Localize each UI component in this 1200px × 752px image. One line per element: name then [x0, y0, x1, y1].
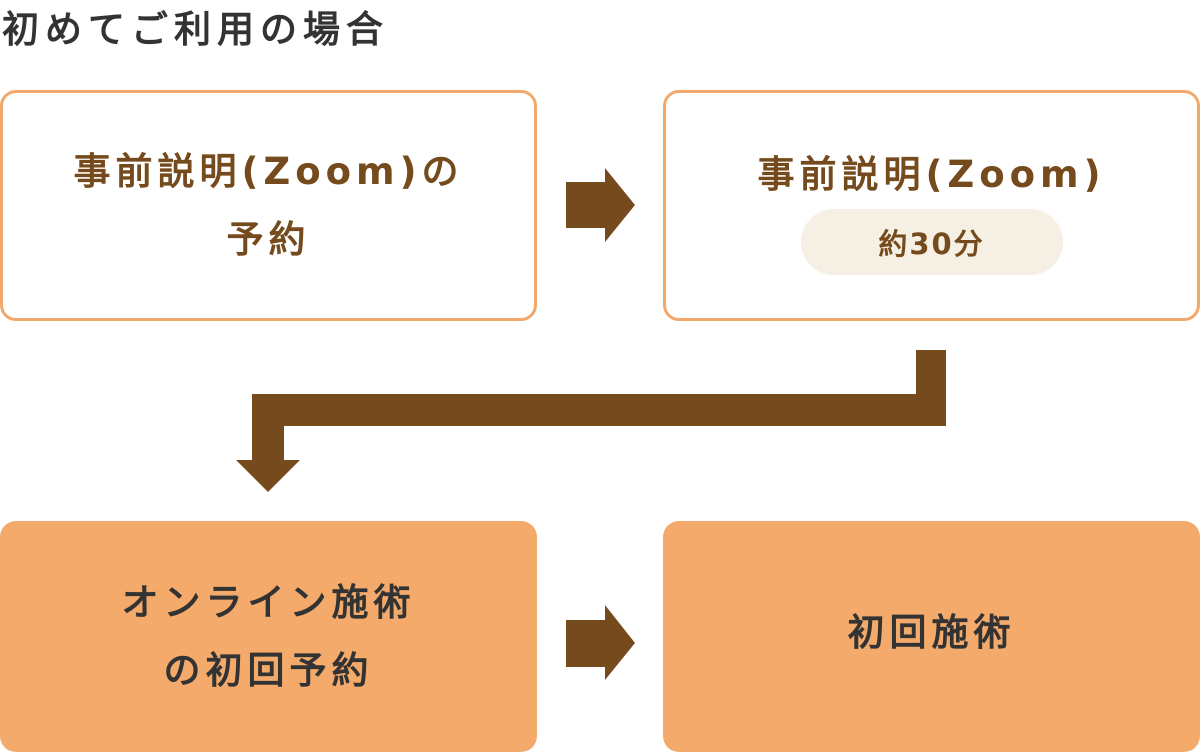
step-4-line-1: 初回施術: [847, 611, 1016, 654]
step-3-box: オンライン施術 の初回予約: [0, 521, 537, 752]
step-1-box: 事前説明(Zoom)の 予約: [0, 90, 537, 321]
step-2-line-1: 事前説明(Zoom): [757, 153, 1106, 196]
right-arrow-icon: [566, 168, 635, 242]
right-arrow-icon: [566, 605, 635, 680]
step-3-line-2: の初回予約: [163, 648, 374, 692]
elbow-down-arrow-icon: [236, 350, 946, 492]
step-1-line-1: 事前説明(Zoom)の: [73, 149, 464, 193]
step-1-line-2: 予約: [226, 217, 311, 261]
step-4-box: 初回施術: [663, 521, 1200, 752]
duration-badge: 約30分: [800, 209, 1063, 275]
step-3-line-1: オンライン施術: [121, 580, 416, 624]
step-2-box: 事前説明(Zoom) 約30分: [663, 90, 1200, 321]
page-title: 初めてご利用の場合: [2, 8, 389, 51]
